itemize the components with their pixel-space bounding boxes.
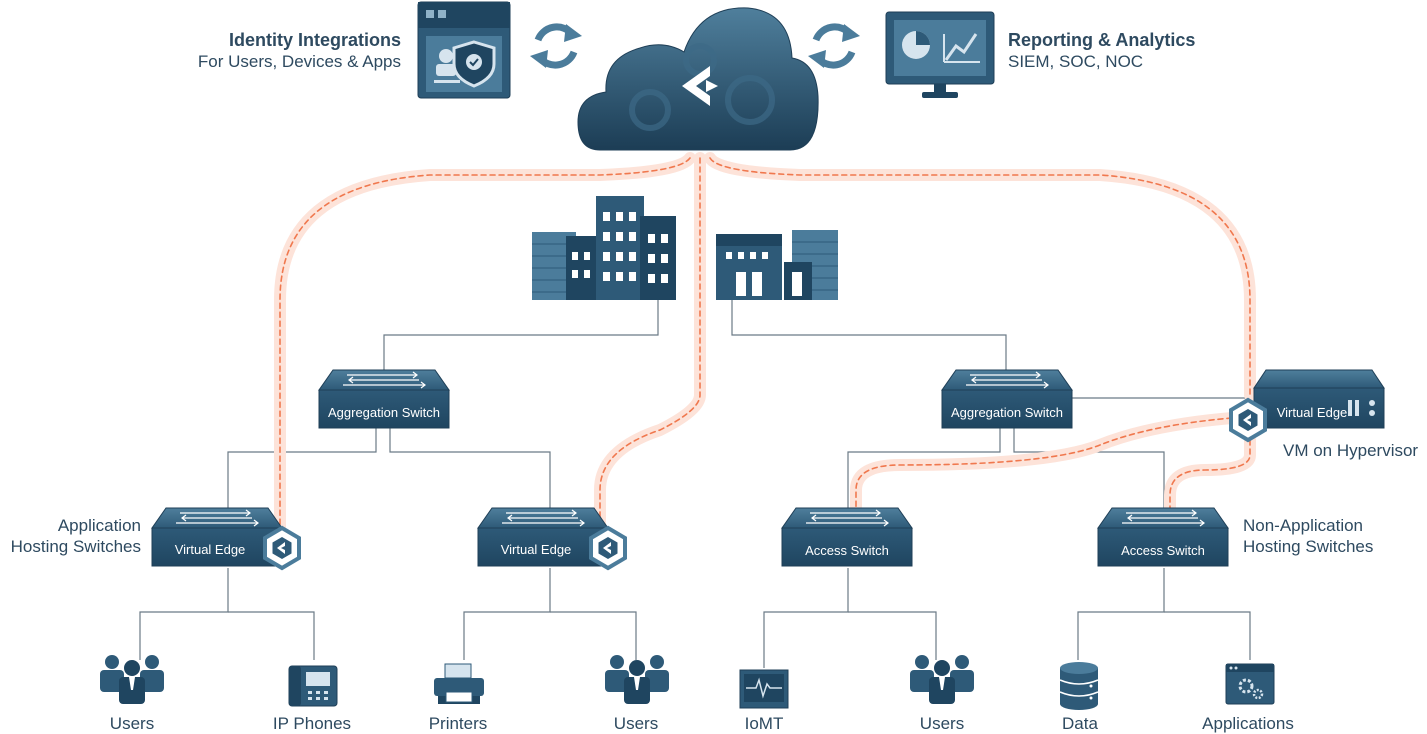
applications-window-icon <box>1225 663 1275 705</box>
endpoint-label-users: Users <box>110 714 154 733</box>
iomt-monitor-icon <box>739 669 789 709</box>
identity-title: Identity Integrations <box>229 30 401 50</box>
non-app-hosting-label-line2: Hosting Switches <box>1243 537 1373 556</box>
app-hosting-label-line1: Application <box>58 516 141 535</box>
users-icon <box>100 655 164 704</box>
virtual-edge-switch-left-label: Virtual Edge <box>175 542 246 557</box>
virtual-edge-badge-icon <box>1229 398 1267 442</box>
identity-id-card-icon <box>417 1 511 99</box>
access-switch-right-label: Access Switch <box>1121 543 1205 558</box>
building-right-icon <box>716 230 838 300</box>
endpoint-label-users: Users <box>614 714 658 733</box>
endpoint-label-printers: Printers <box>429 714 488 733</box>
reporting-monitor-icon <box>885 11 995 98</box>
printer-icon <box>434 663 484 704</box>
virtual-edge-switch-mid-label: Virtual Edge <box>501 542 572 557</box>
access-switch-right: Access Switch <box>1097 507 1229 567</box>
endpoint-label-users: Users <box>920 714 964 733</box>
aggregation-switch-right: Aggregation Switch <box>941 369 1073 429</box>
building-left-icon <box>532 196 676 300</box>
virtual-edge-switch-mid: Virtual Edge <box>477 507 609 567</box>
virtual-edge-switch-left: Virtual Edge <box>151 507 283 567</box>
aggregation-switch-left: Aggregation Switch <box>318 369 450 429</box>
vm-hypervisor-label: VM on Hypervisor <box>1283 441 1418 460</box>
reporting-subtitle: SIEM, SOC, NOC <box>1008 52 1143 71</box>
sync-arrows-right-icon <box>808 23 860 69</box>
cloud <box>577 7 819 151</box>
aggregation-switch-right-label: Aggregation Switch <box>951 405 1063 420</box>
access-switch-left-label: Access Switch <box>805 543 889 558</box>
database-icon <box>1059 662 1099 710</box>
identity-subtitle: For Users, Devices & Apps <box>198 52 401 71</box>
aggregation-switch-left-label: Aggregation Switch <box>328 405 440 420</box>
virtual-edge-badge-icon <box>589 526 627 570</box>
endpoint-label-data: Data <box>1062 714 1098 733</box>
users-icon <box>605 655 669 704</box>
vm-server: Virtual Edge <box>1253 369 1385 429</box>
brand-logo-icon <box>682 66 718 106</box>
cloud-paths <box>274 152 1256 546</box>
app-hosting-label-line2: Hosting Switches <box>11 537 141 556</box>
endpoint-label-iomt: IoMT <box>745 714 784 733</box>
vm-virtual-edge-label: Virtual Edge <box>1277 405 1348 420</box>
users-icon <box>910 655 974 704</box>
endpoint-label-ip-phones: IP Phones <box>273 714 351 733</box>
virtual-edge-badge-icon <box>263 526 301 570</box>
sync-arrows-left-icon <box>530 23 582 69</box>
reporting-title: Reporting & Analytics <box>1008 30 1195 50</box>
endpoint-label-applications: Applications <box>1202 714 1294 733</box>
non-app-hosting-label-line1: Non-Application <box>1243 516 1363 535</box>
access-switch-left: Access Switch <box>781 507 913 567</box>
ip-phone-icon <box>288 665 338 707</box>
